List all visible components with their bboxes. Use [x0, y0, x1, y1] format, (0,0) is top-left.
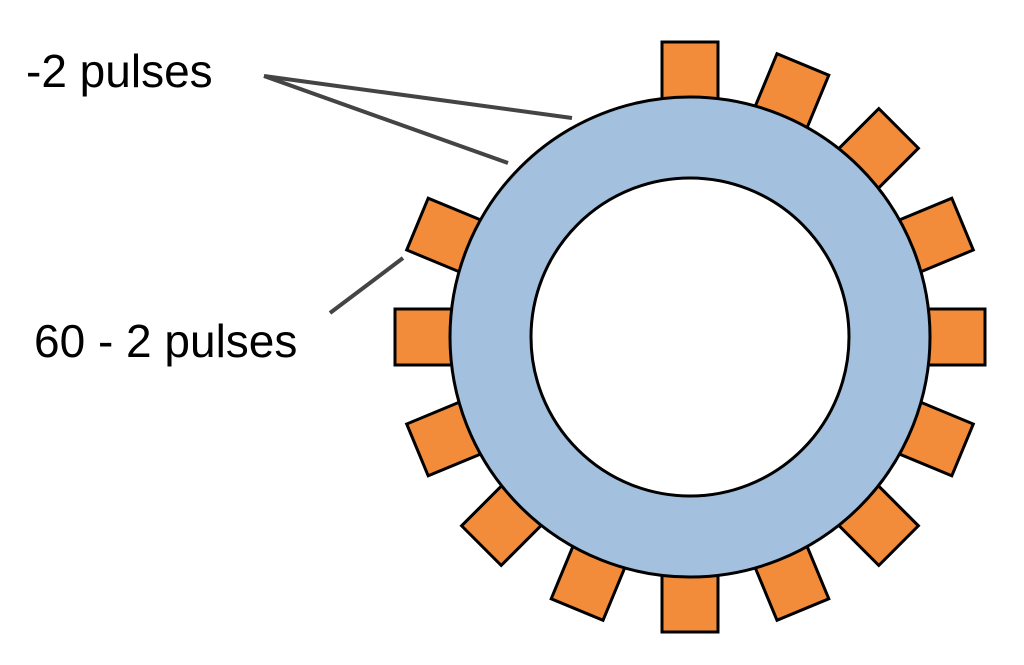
pulse-count-label: 60 - 2 pulses — [34, 315, 298, 367]
wheel-center-hole — [529, 176, 851, 498]
leader-line-pulse-count — [328, 256, 405, 315]
leader-line-missing-tooth-2 — [263, 74, 509, 165]
leader-line-missing-tooth-1 — [263, 74, 573, 120]
missing-tooth-label: -2 pulses — [26, 45, 213, 97]
